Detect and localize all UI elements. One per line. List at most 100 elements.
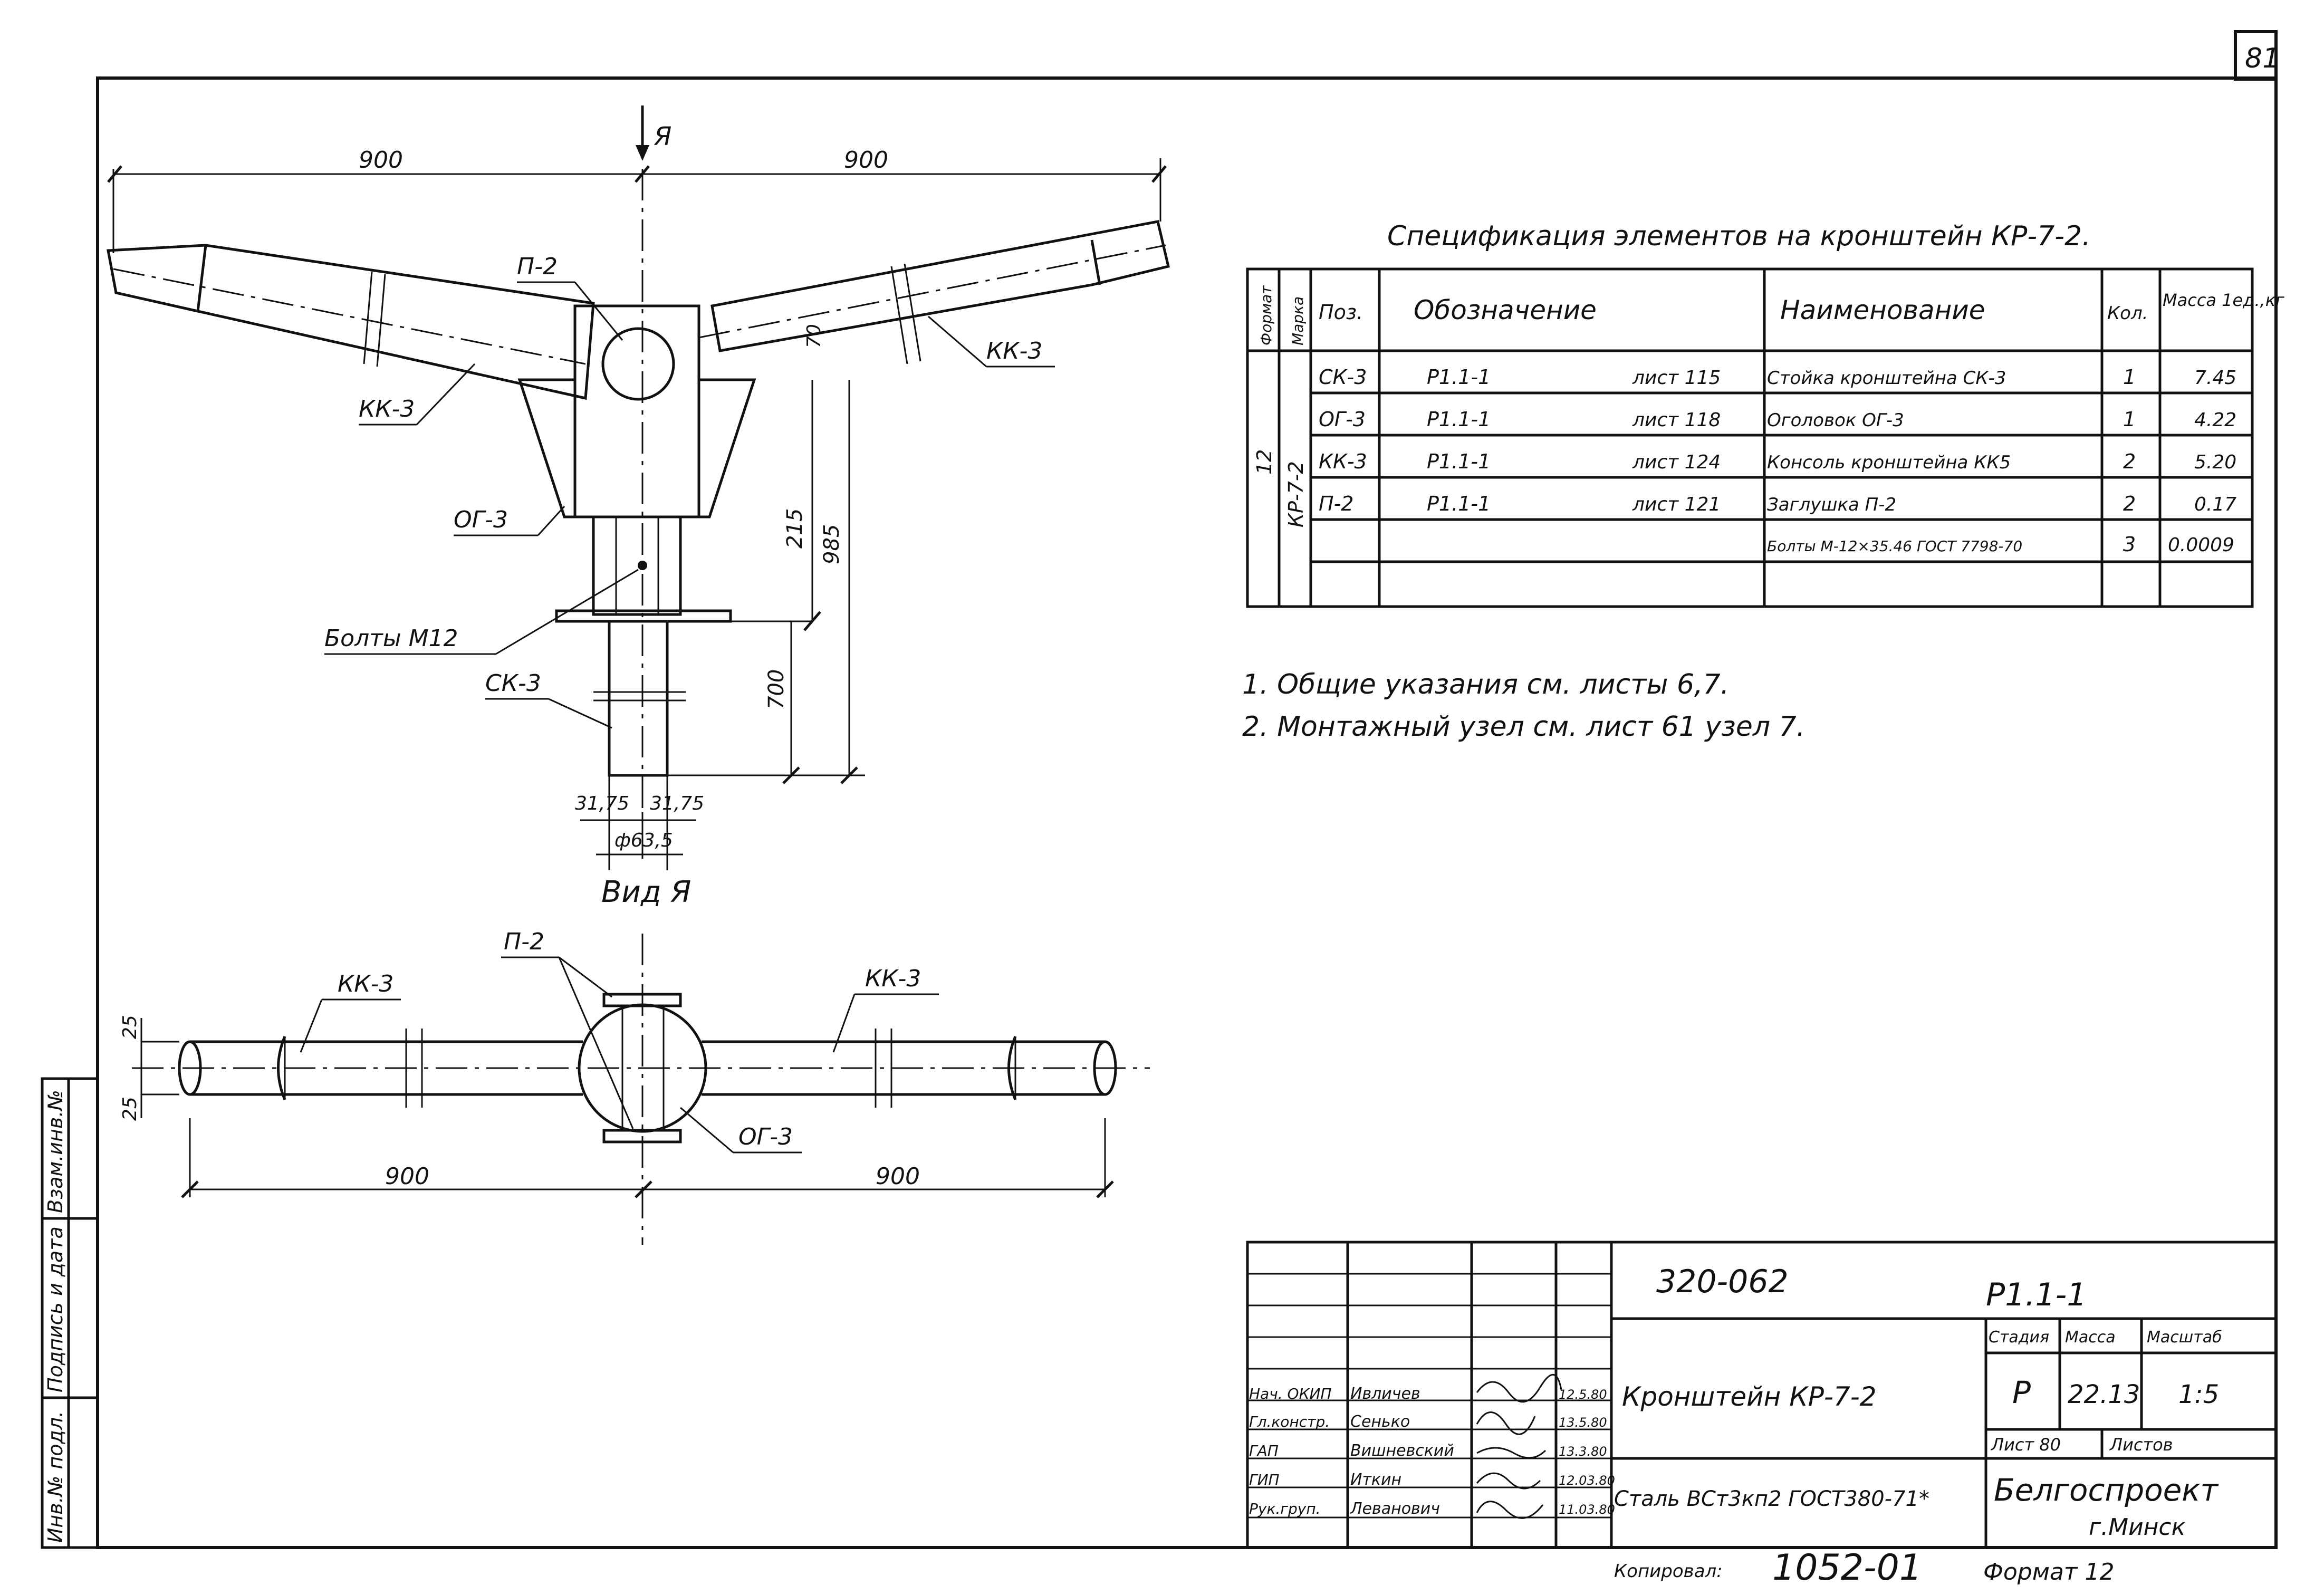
bolt-flange [555, 609, 732, 623]
sheet-number-box [2234, 30, 2278, 81]
sk3-stand [608, 620, 669, 777]
spec-row-sheet: лист 121 [1632, 494, 1721, 515]
spec-row-doc: Р1.1-1 [1427, 408, 1491, 431]
tb-person-name: Иткин [1350, 1471, 1401, 1489]
front-dim-left: 900 [359, 147, 403, 174]
tb-person-name: Леванович [1350, 1500, 1440, 1518]
spec-row-doc: Р1.1-1 [1427, 450, 1491, 473]
tb-person-row: Гл.констр. Сенько 13.5.80 [1249, 1413, 1607, 1431]
spec-format-value: 12 [1253, 449, 1276, 475]
front-label-sk3: СК-3 [485, 670, 541, 697]
spec-row-mass: 4.22 [2194, 409, 2236, 431]
view-a-label-plug: П-2 [504, 928, 544, 955]
spec-row-pos: КК-3 [1319, 450, 1367, 473]
tb-person-row: Рук.груп. Леванович 11.03.80 [1249, 1500, 1615, 1518]
spec-header-mark: Марка [1289, 296, 1307, 345]
sk3-upper [592, 515, 682, 616]
signature-scribble [1476, 1373, 1562, 1403]
front-label-plug: П-2 [517, 253, 558, 280]
spec-row-qty: 3 [2123, 533, 2136, 556]
front-label-kk3-right: КК-3 [986, 338, 1042, 364]
spec-header-format: Формат [1257, 285, 1275, 345]
spec-row: СК-3 Р1.1-1 лист 115 Стойка кронштейна С… [1319, 366, 2236, 389]
view-a-dim-25-top: 25 [119, 1015, 141, 1039]
front-view: Я 900 900 [107, 105, 1170, 909]
view-a-label-kk3-left: КК-3 [338, 971, 393, 997]
spec-header-pos: Поз. [1319, 301, 1363, 324]
spec-header-mass: Масса 1ед.,кг [2163, 290, 2284, 310]
spec-row-sheet: лист 115 [1632, 367, 1721, 389]
spec-row: П-2 Р1.1-1 лист 121 Заглушка П-2 2 0.17 [1319, 492, 2236, 515]
tb-city: г.Минск [2089, 1514, 2186, 1541]
view-a-label-kk3-right: КК-3 [865, 965, 921, 992]
spec-row-name: Заглушка П-2 [1767, 494, 1896, 515]
spec-row-mass: 0.0009 [2168, 534, 2234, 556]
front-dim-700: 700 [764, 669, 789, 709]
tb-person-role: ГАП [1249, 1442, 1279, 1459]
spec-row-sheet: лист 124 [1632, 451, 1721, 473]
tb-person-row: Нач. ОКИП Ивличев 12.5.80 [1249, 1385, 1607, 1403]
spec-row-qty: 1 [2123, 366, 2136, 389]
sheet-number: 81 [2245, 43, 2280, 74]
tb-person-name: Сенько [1350, 1413, 1410, 1431]
tb-person-name: Вишневский [1350, 1442, 1454, 1460]
spec-row: КК-3 Р1.1-1 лист 124 Консоль кронштейна … [1319, 450, 2236, 473]
spec-table: Спецификация элементов на кронштейн КР-7… [1246, 220, 2284, 608]
view-a-dim-25-bottom: 25 [119, 1097, 141, 1121]
front-dim-diameter: ф63,5 [614, 830, 673, 851]
spec-row-qty: 2 [2123, 450, 2136, 473]
tb-person-role: Рук.груп. [1249, 1500, 1321, 1517]
signature-scribble [1476, 1472, 1541, 1490]
tb-person-role: Гл.констр. [1249, 1413, 1330, 1430]
tb-project-no: 320-062 [1656, 1263, 1789, 1300]
spec-mark-value: КР-7-2 [1284, 461, 1308, 527]
tb-person-role: Нач. ОКИП [1249, 1385, 1331, 1402]
signature-scribble [1476, 1447, 1547, 1459]
spec-header-designation: Обозначение [1414, 295, 1597, 325]
tb-scale-label: Масштаб [2147, 1328, 2222, 1347]
front-dim-right: 900 [844, 147, 888, 174]
tb-material: Сталь ВСт3кп2 ГОСТ380-71* [1614, 1487, 1929, 1511]
front-dim-3175-left: 31,75 [575, 793, 629, 814]
tb-stage: Р [2012, 1375, 2031, 1410]
og3-head [573, 304, 700, 518]
spec-row-pos: П-2 [1319, 492, 1353, 515]
tb-person-date: 11.03.80 [1559, 1502, 1615, 1517]
view-arrow [636, 145, 649, 161]
signature-scribble [1476, 1501, 1544, 1519]
plug-circle [601, 327, 675, 401]
tb-series: Р1.1-1 [1986, 1276, 2087, 1313]
spec-header-name: Наименование [1780, 295, 1985, 325]
signature-scribble [1476, 1411, 1536, 1435]
doc-number: 1052-01 [1772, 1547, 1922, 1589]
format-label: Формат 12 [1983, 1559, 2115, 1586]
title-block: 320-062 Р1.1-1 Кронштейн КР-7-2 Сталь ВС… [1246, 1241, 2278, 1549]
view-a-right-end [1093, 1040, 1117, 1096]
view-a-plan: 25 25 900 900 П-2 КК-3 КК-3 ОГ-3 [119, 928, 1150, 1245]
spec-row: ОГ-3 Р1.1-1 лист 118 Оголовок ОГ-3 1 4.2… [1319, 408, 2236, 431]
spec-row: Болты М-12×35.46 ГОСТ 7798-70 3 0.0009 [1767, 533, 2234, 556]
spec-row-pos: СК-3 [1319, 366, 1367, 389]
front-dim-985: 985 [820, 524, 844, 564]
front-dim-3175-right: 31,75 [650, 793, 704, 814]
tb-sheets-label: Листов [2109, 1435, 2173, 1455]
note-2: 2. Монтажный узел см. лист 61 узел 7. [1242, 711, 1805, 743]
spec-row-name: Оголовок ОГ-3 [1767, 410, 1904, 431]
tb-org: Белгоспроект [1994, 1472, 2219, 1508]
front-label-kk3-left: КК-3 [359, 396, 415, 422]
front-label-bolts: Болты М12 [324, 625, 458, 652]
strip-exchange-inv: Взам.инв.№ [44, 1090, 67, 1213]
front-label-og3: ОГ-3 [454, 506, 508, 533]
spec-row-doc: Р1.1-1 [1427, 366, 1491, 389]
tb-person-row: ГАП Вишневский 13.3.80 [1249, 1442, 1607, 1460]
spec-row-mass: 7.45 [2194, 367, 2236, 389]
tb-person-date: 13.3.80 [1559, 1444, 1607, 1459]
view-a-left-end [178, 1040, 202, 1096]
spec-row-sheet: лист 118 [1632, 409, 1721, 431]
spec-row-name: Консоль кронштейна КК5 [1767, 452, 2011, 473]
tb-sheet-label: Лист 80 [1991, 1435, 2061, 1455]
tb-mass: 22.13 [2068, 1380, 2140, 1409]
view-a-dim-left: 900 [385, 1163, 429, 1190]
tb-person-name: Ивличев [1350, 1385, 1420, 1403]
tb-title: Кронштейн КР-7-2 [1622, 1381, 1877, 1412]
